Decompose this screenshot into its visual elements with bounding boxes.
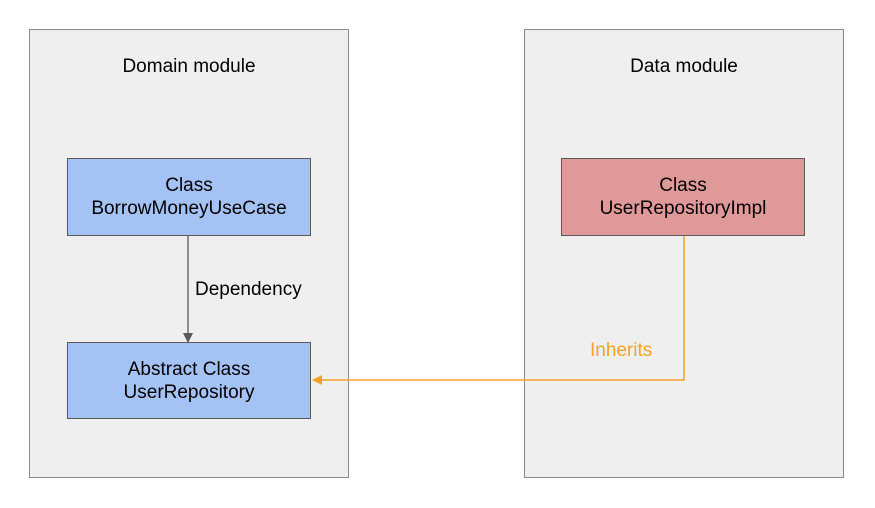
data-module-title: Data module (630, 56, 738, 77)
impl-name: UserRepositoryImpl (599, 198, 767, 219)
inherits-arrow (312, 236, 685, 385)
dependency-label: Dependency (195, 279, 302, 300)
use-case-kind: Class (165, 175, 213, 196)
repository-kind: Abstract Class (127, 358, 251, 380)
repository-name: UserRepository (123, 381, 255, 403)
impl-kind: Class (659, 175, 707, 196)
user-repository-box: Abstract Class UserRepository (67, 342, 311, 419)
borrow-money-use-case-box: Class BorrowMoneyUseCase (67, 158, 311, 236)
data-module: Data module (524, 29, 844, 478)
domain-module-title: Domain module (122, 56, 256, 77)
use-case-name: BorrowMoneyUseCase (91, 198, 287, 219)
inherits-label: Inherits (590, 340, 653, 361)
user-repository-impl-box: Class UserRepositoryImpl (561, 158, 805, 236)
